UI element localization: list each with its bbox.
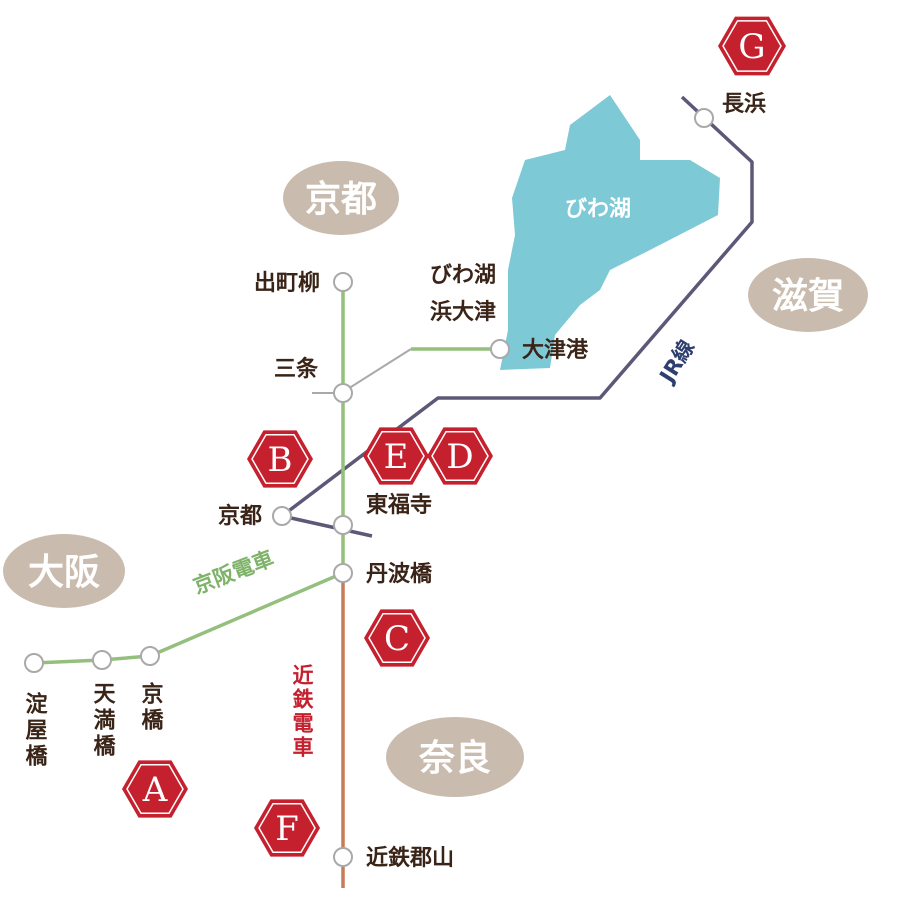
station-nagahama[interactable]: 長浜: [694, 92, 766, 128]
lake-label: びわ湖: [565, 197, 631, 222]
station-hamaotsu-label-2: 浜大津: [430, 299, 496, 325]
badge-hexagon-ring: [251, 434, 309, 484]
badge-hexagon-ring: [431, 431, 489, 481]
badge-hexagon-ring: [368, 613, 426, 663]
station-tofukuji[interactable]: 東福寺: [333, 493, 432, 535]
region-shiga: 滋賀: [748, 258, 868, 332]
badge-f[interactable]: F: [254, 799, 320, 857]
station-demachiyanagi[interactable]: 出町柳: [254, 270, 353, 296]
region-kyoto: 京都: [283, 161, 399, 235]
badge-hexagon: [254, 799, 320, 857]
station-kintetsu-koriyama-label: 近鉄郡山: [366, 845, 454, 871]
badge-hexagon-ring: [722, 20, 782, 72]
station-otsuko[interactable]: びわ湖 浜大津 大津港: [430, 263, 589, 363]
jr-line: [280, 95, 754, 518]
station-yodoyabashi[interactable]: 淀屋橋: [22, 653, 48, 770]
station-tambabashi[interactable]: 丹波橋: [333, 562, 433, 587]
jr-line-label: JR線: [654, 336, 699, 389]
station-otsuko-label: 大津港: [522, 337, 589, 363]
keihan-connector: [342, 348, 412, 393]
keihan-line-osaka: [33, 571, 344, 665]
badge-hexagon: [122, 760, 188, 818]
badge-hexagon: [363, 427, 429, 485]
badge-c[interactable]: C: [364, 609, 430, 667]
badge-hexagon: [718, 16, 786, 76]
lake-biwa: [500, 95, 720, 370]
badge-g[interactable]: G: [718, 16, 786, 76]
jr-line-spur: [281, 514, 373, 538]
badge-d[interactable]: D: [427, 427, 493, 485]
station-biwako-label-1: びわ湖: [430, 263, 496, 288]
badge-hexagon: [247, 430, 313, 488]
station-sanjo-label: 三条: [274, 356, 319, 382]
station-kyobashi-label: 京橋: [138, 681, 164, 734]
badge-g-letter: G: [738, 27, 765, 67]
badge-e[interactable]: E: [363, 427, 429, 485]
keihan-line-label: 京阪電車: [190, 546, 277, 599]
badge-hexagon: [427, 427, 493, 485]
station-tenmabashi-label: 天満橋: [90, 682, 116, 760]
badge-b-letter: B: [268, 440, 293, 480]
badge-a-letter: A: [142, 770, 168, 810]
region-shiga-label: 滋賀: [772, 276, 844, 317]
station-tofukuji-label: 東福寺: [366, 493, 432, 518]
station-kyobashi[interactable]: 京橋: [138, 646, 164, 734]
badge-e-letter: E: [384, 437, 409, 477]
region-nara: 奈良: [386, 717, 524, 797]
region-osaka: 大阪: [3, 534, 125, 608]
badge-hexagon: [364, 609, 430, 667]
station-tambabashi-label: 丹波橋: [366, 562, 433, 587]
badge-f-letter: F: [275, 809, 299, 849]
badge-a[interactable]: A: [122, 760, 188, 818]
badge-hexagon-ring: [126, 764, 184, 814]
badge-hexagon-ring: [367, 431, 425, 481]
badge-c-letter: C: [384, 619, 410, 659]
station-kyoto[interactable]: 京都: [218, 503, 292, 529]
station-tenmabashi[interactable]: 天満橋: [90, 650, 116, 760]
region-osaka-label: 大阪: [28, 552, 100, 593]
badge-d-letter: D: [446, 437, 473, 477]
region-nara-label: 奈良: [418, 738, 491, 779]
station-sanjo[interactable]: 三条: [274, 356, 353, 403]
station-kyoto-label: 京都: [218, 503, 262, 529]
station-kintetsu-koriyama[interactable]: 近鉄郡山: [333, 845, 454, 871]
badge-hexagon-ring: [258, 803, 316, 853]
region-kyoto-label: 京都: [305, 178, 377, 220]
station-nagahama-label: 長浜: [722, 92, 766, 117]
station-yodoyabashi-label: 淀屋橋: [22, 691, 48, 770]
kintetsu-line-label: 近鉄電車: [290, 663, 314, 760]
badge-b[interactable]: B: [247, 430, 313, 488]
station-demachiyanagi-label: 出町柳: [254, 270, 320, 296]
